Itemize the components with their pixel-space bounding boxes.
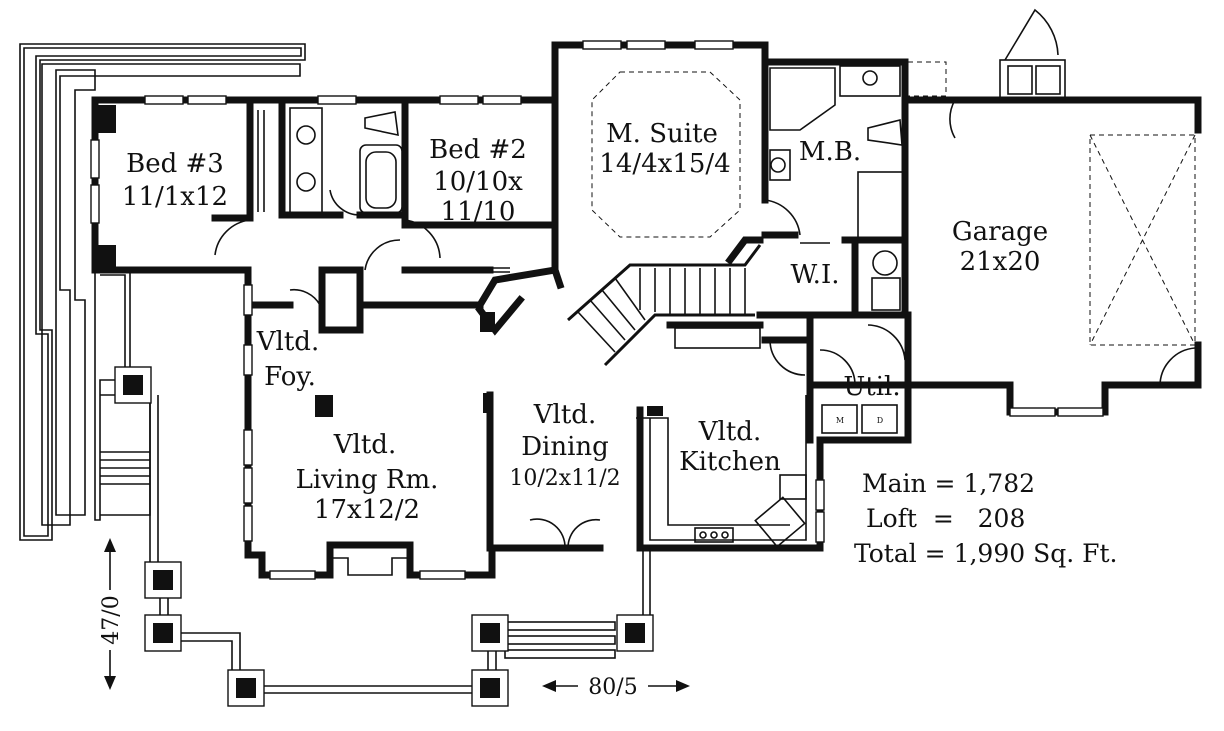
dining-name-line1: Vltd. [533, 400, 596, 430]
dining-size: 10/2x11/2 [509, 466, 620, 491]
utility-name: Util. [843, 372, 900, 402]
foyer-name-line1: Vltd. [256, 327, 319, 357]
windows [90, 40, 1104, 580]
porch [98, 105, 654, 707]
depth-label: 47/0 [99, 595, 124, 644]
cooktop-icon [694, 527, 734, 543]
bed3-size: 11/1x12 [122, 182, 228, 212]
fireplace-icon [327, 544, 411, 576]
arrow-down-icon [104, 676, 116, 690]
living-name-line1: Vltd. [333, 430, 396, 460]
foyer-name-line2: Foy. [264, 362, 316, 392]
corner-tub-icon [769, 67, 836, 131]
living-size: 17x12/2 [314, 495, 420, 525]
toilet-icon [364, 111, 399, 137]
area-main: Main = 1,782 [862, 469, 1035, 498]
porch-post [144, 614, 182, 652]
bed2-size-line2: 11/10 [441, 197, 516, 227]
deck [19, 43, 306, 541]
dining-name-line2: Dining [521, 432, 609, 462]
sink-icon [296, 172, 316, 192]
bed2-size-line1: 10/10x [433, 167, 523, 197]
sink-icon [770, 157, 786, 173]
arrow-up-icon [104, 538, 116, 552]
dimension-depth: 47/0 [99, 538, 124, 690]
walkin-name: W.I. [791, 260, 840, 290]
water-heater-icon [872, 250, 898, 276]
porch-post [227, 669, 265, 707]
kitchen-name-line2: Kitchen [679, 447, 781, 477]
bathtub-icon [359, 144, 403, 214]
porch-post [471, 669, 509, 707]
bed3-name: Bed #3 [126, 149, 224, 179]
msuite-name: M. Suite [606, 119, 718, 149]
msuite-size: 14/4x15/4 [599, 149, 730, 179]
area-total: Total = 1,990 Sq. Ft. [854, 539, 1117, 568]
garage-name: Garage [952, 217, 1048, 247]
bed2-name: Bed #2 [429, 135, 527, 165]
washer-label: M [836, 416, 844, 425]
garage-details [800, 59, 1196, 346]
kitchen-sink-icon [754, 496, 806, 548]
chimney-posts [98, 105, 116, 273]
main-stair [567, 244, 762, 367]
area-loft: Loft = 208 [866, 504, 1025, 533]
arrow-left-icon [542, 680, 556, 692]
deck-stairs [100, 451, 150, 485]
sink-icon [862, 70, 878, 86]
porch-post [471, 614, 509, 652]
kitchen-name-line1: Vltd. [698, 417, 761, 447]
doors [214, 8, 1196, 549]
arrow-right-icon [676, 680, 690, 692]
living-name-line2: Living Rm. [296, 465, 439, 495]
toilet-icon [867, 118, 903, 146]
dryer-label: D [877, 416, 883, 425]
area-summary: Main = 1,782 Loft = 208 Total = 1,990 Sq… [854, 469, 1117, 568]
sink-icon [296, 125, 316, 145]
width-label: 80/5 [588, 675, 637, 700]
room-labels: Bed #3 11/1x12 Bed #2 10/10x 11/10 M. Su… [122, 119, 1048, 525]
mbath-name: M.B. [799, 137, 861, 167]
fixtures: M D [257, 65, 904, 576]
dimension-width: 80/5 [542, 675, 690, 700]
porch-post [616, 614, 654, 652]
porch-post [114, 366, 152, 404]
porch-post [144, 561, 182, 599]
garage-size: 21x20 [960, 247, 1041, 277]
